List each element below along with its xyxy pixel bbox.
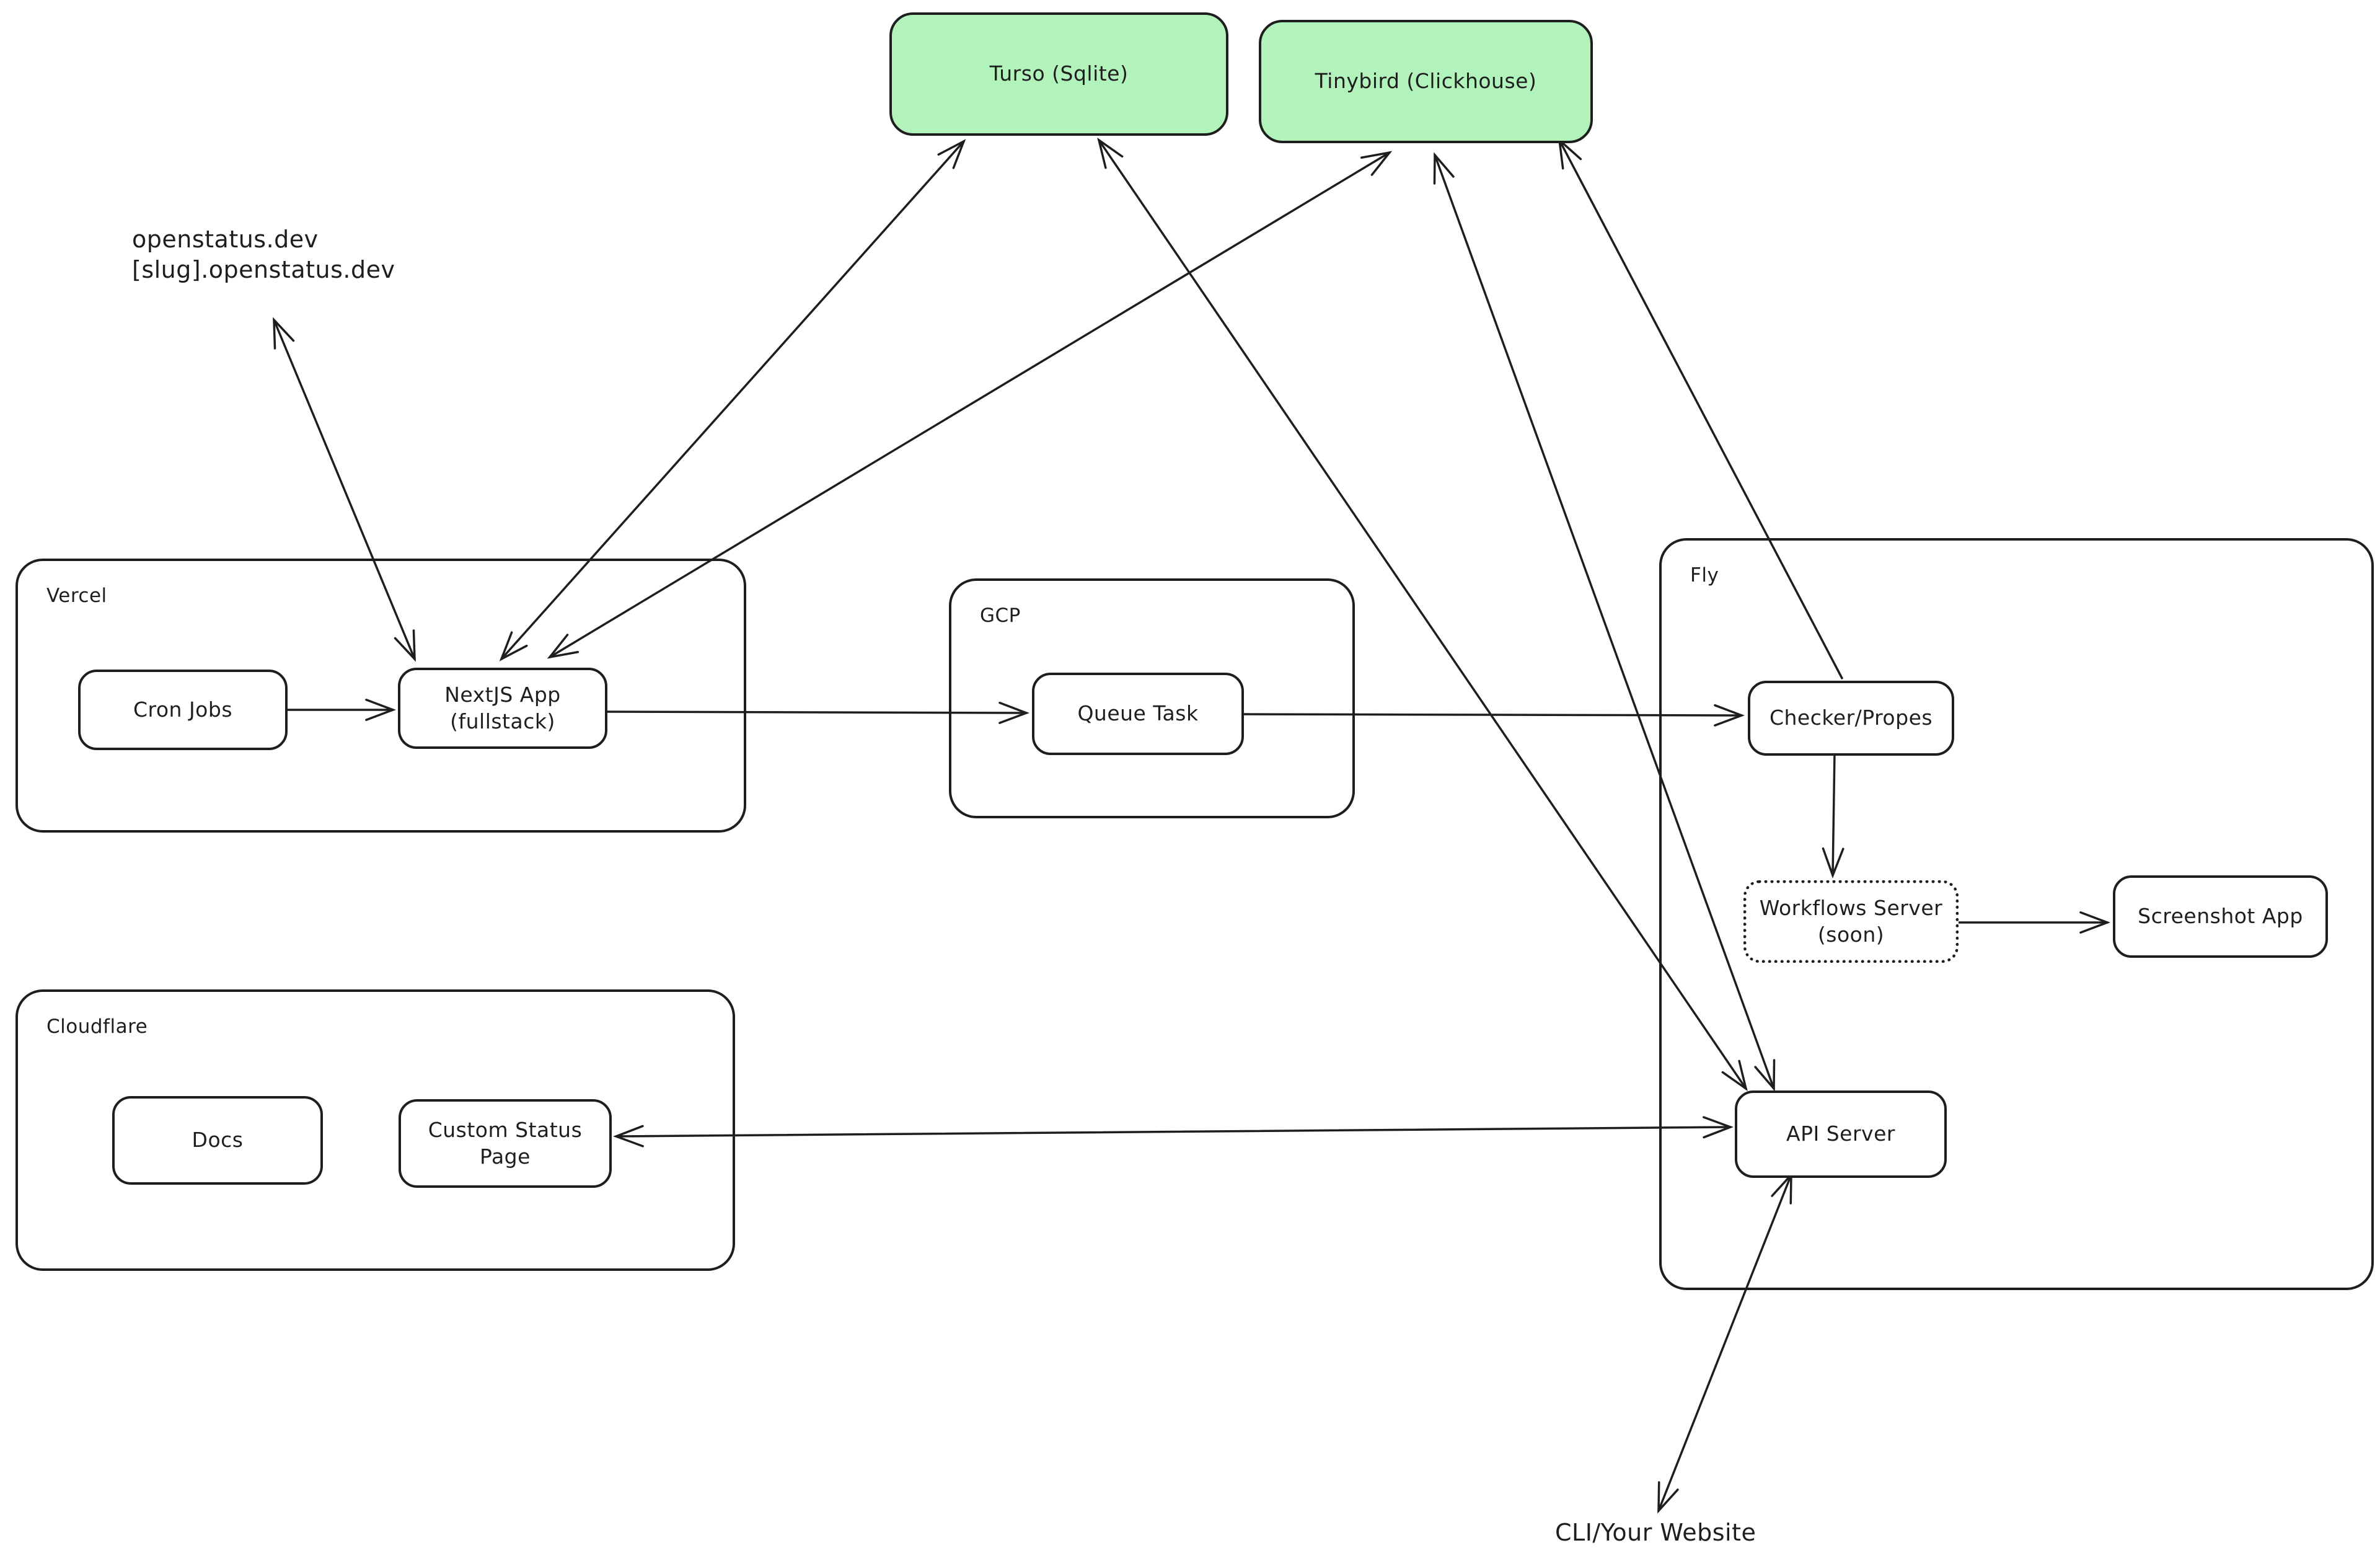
container-gcp-label: GCP [980, 604, 1021, 627]
label-cli-your-website: CLI/Your Website [1555, 1518, 1756, 1548]
container-fly-label: Fly [1690, 564, 1719, 586]
node-queue-task-label: Queue Task [1077, 701, 1199, 726]
node-tinybird-database: Tinybird (Clickhouse) [1259, 20, 1593, 143]
node-api-server: API Server [1735, 1090, 1947, 1178]
edge-nextjs-queuetask-arrowhead-end [998, 701, 1029, 724]
container-cloudflare: Cloudflare [15, 989, 735, 1271]
node-custom-status-page-label: Custom Status Page [428, 1118, 583, 1169]
edge-api-cli-arrowhead-end [1657, 1481, 1679, 1514]
edge-checker-tinybird-arrowhead-end [1558, 137, 1582, 170]
edge-nextjs-turso [499, 139, 966, 661]
node-workflows-server-label-line2: (soon) [1817, 922, 1885, 947]
edge-workflows-screenshot-arrowhead-end [2079, 911, 2110, 934]
node-queue-task: Queue Task [1032, 673, 1244, 755]
edge-api-tinybird-arrowhead-end [1433, 152, 1455, 185]
edge-api-cli [1657, 1172, 1792, 1514]
edge-queuetask-checker-arrowhead-end [1714, 704, 1745, 727]
node-turso-label: Turso (Sqlite) [989, 61, 1129, 86]
node-nextjs-app: NextJS App (fullstack) [398, 668, 607, 749]
node-custom-status-page: Custom Status Page [399, 1099, 612, 1188]
edge-nextjs-tinybird [547, 151, 1393, 659]
node-nextjs-app-label-line1: NextJS App [444, 683, 561, 707]
node-nextjs-app-label-line2: (fullstack) [450, 709, 555, 733]
edge-api-turso-arrowhead-start [1721, 1059, 1748, 1092]
edge-api-statuspage-arrowhead-start [1703, 1116, 1734, 1139]
edge-checker-workflows-arrowhead-end [1822, 847, 1844, 878]
node-cron-jobs-label: Cron Jobs [133, 697, 233, 722]
node-checker-propes-label: Checker/Propes [1769, 705, 1933, 730]
node-cron-jobs: Cron Jobs [78, 670, 288, 750]
edge-api-statuspage [613, 1116, 1734, 1148]
label-openstatus-domains: openstatus.dev [slug].openstatus.dev [132, 224, 395, 285]
node-docs: Docs [112, 1096, 323, 1185]
edge-workflows-screenshot [1952, 911, 2110, 934]
container-gcp: GCP [949, 578, 1355, 818]
container-cloudflare-label: Cloudflare [46, 1015, 148, 1038]
edge-nextjs-turso-arrowhead-end [937, 139, 966, 169]
node-docs-label: Docs [192, 1128, 244, 1152]
edge-nextjs-tinybird-arrowhead-start [547, 634, 579, 659]
edge-nextjs-tinybird-arrowhead-end [1360, 151, 1393, 176]
edge-cronjobs-nextjs [285, 699, 396, 721]
container-vercel: Vercel [15, 559, 746, 833]
edge-cronjobs-nextjs-arrowhead-end [365, 699, 396, 721]
edge-openstatus-nextjs [273, 317, 416, 662]
edge-api-tinybird-arrowhead-start [1754, 1059, 1776, 1092]
node-turso-database: Turso (Sqlite) [889, 12, 1228, 136]
node-workflows-server-label-line1: Workflows Server [1759, 896, 1943, 921]
node-checker-propes: Checker/Propes [1748, 681, 1954, 756]
label-openstatus-domains-line1: openstatus.dev [132, 226, 319, 253]
container-fly: Fly [1659, 538, 2374, 1290]
edge-checker-tinybird [1558, 137, 1843, 679]
container-vercel-label: Vercel [46, 585, 107, 607]
edge-api-tinybird [1433, 152, 1776, 1092]
edge-nextjs-queuetask [602, 701, 1029, 724]
edge-api-turso-arrowhead-end [1097, 137, 1124, 169]
edge-api-statuspage-arrowhead-end [613, 1125, 644, 1148]
node-workflows-server: Workflows Server (soon) [1743, 880, 1959, 963]
node-tinybird-label: Tinybird (Clickhouse) [1315, 69, 1537, 94]
edge-nextjs-turso-arrowhead-start [499, 631, 528, 661]
edge-queuetask-checker [1239, 704, 1745, 727]
label-openstatus-domains-line2: [slug].openstatus.dev [132, 255, 395, 283]
edge-api-turso [1097, 137, 1748, 1092]
edge-checker-workflows [1822, 751, 1844, 878]
edge-openstatus-nextjs-arrowhead-end [394, 629, 416, 662]
node-screenshot-app: Screenshot App [2113, 875, 2328, 958]
node-api-server-label: API Server [1786, 1121, 1895, 1146]
node-screenshot-app-label: Screenshot App [2138, 904, 2303, 929]
label-cli-your-website-text: CLI/Your Website [1555, 1519, 1756, 1546]
edge-openstatus-nextjs-arrowhead-start [273, 317, 295, 350]
